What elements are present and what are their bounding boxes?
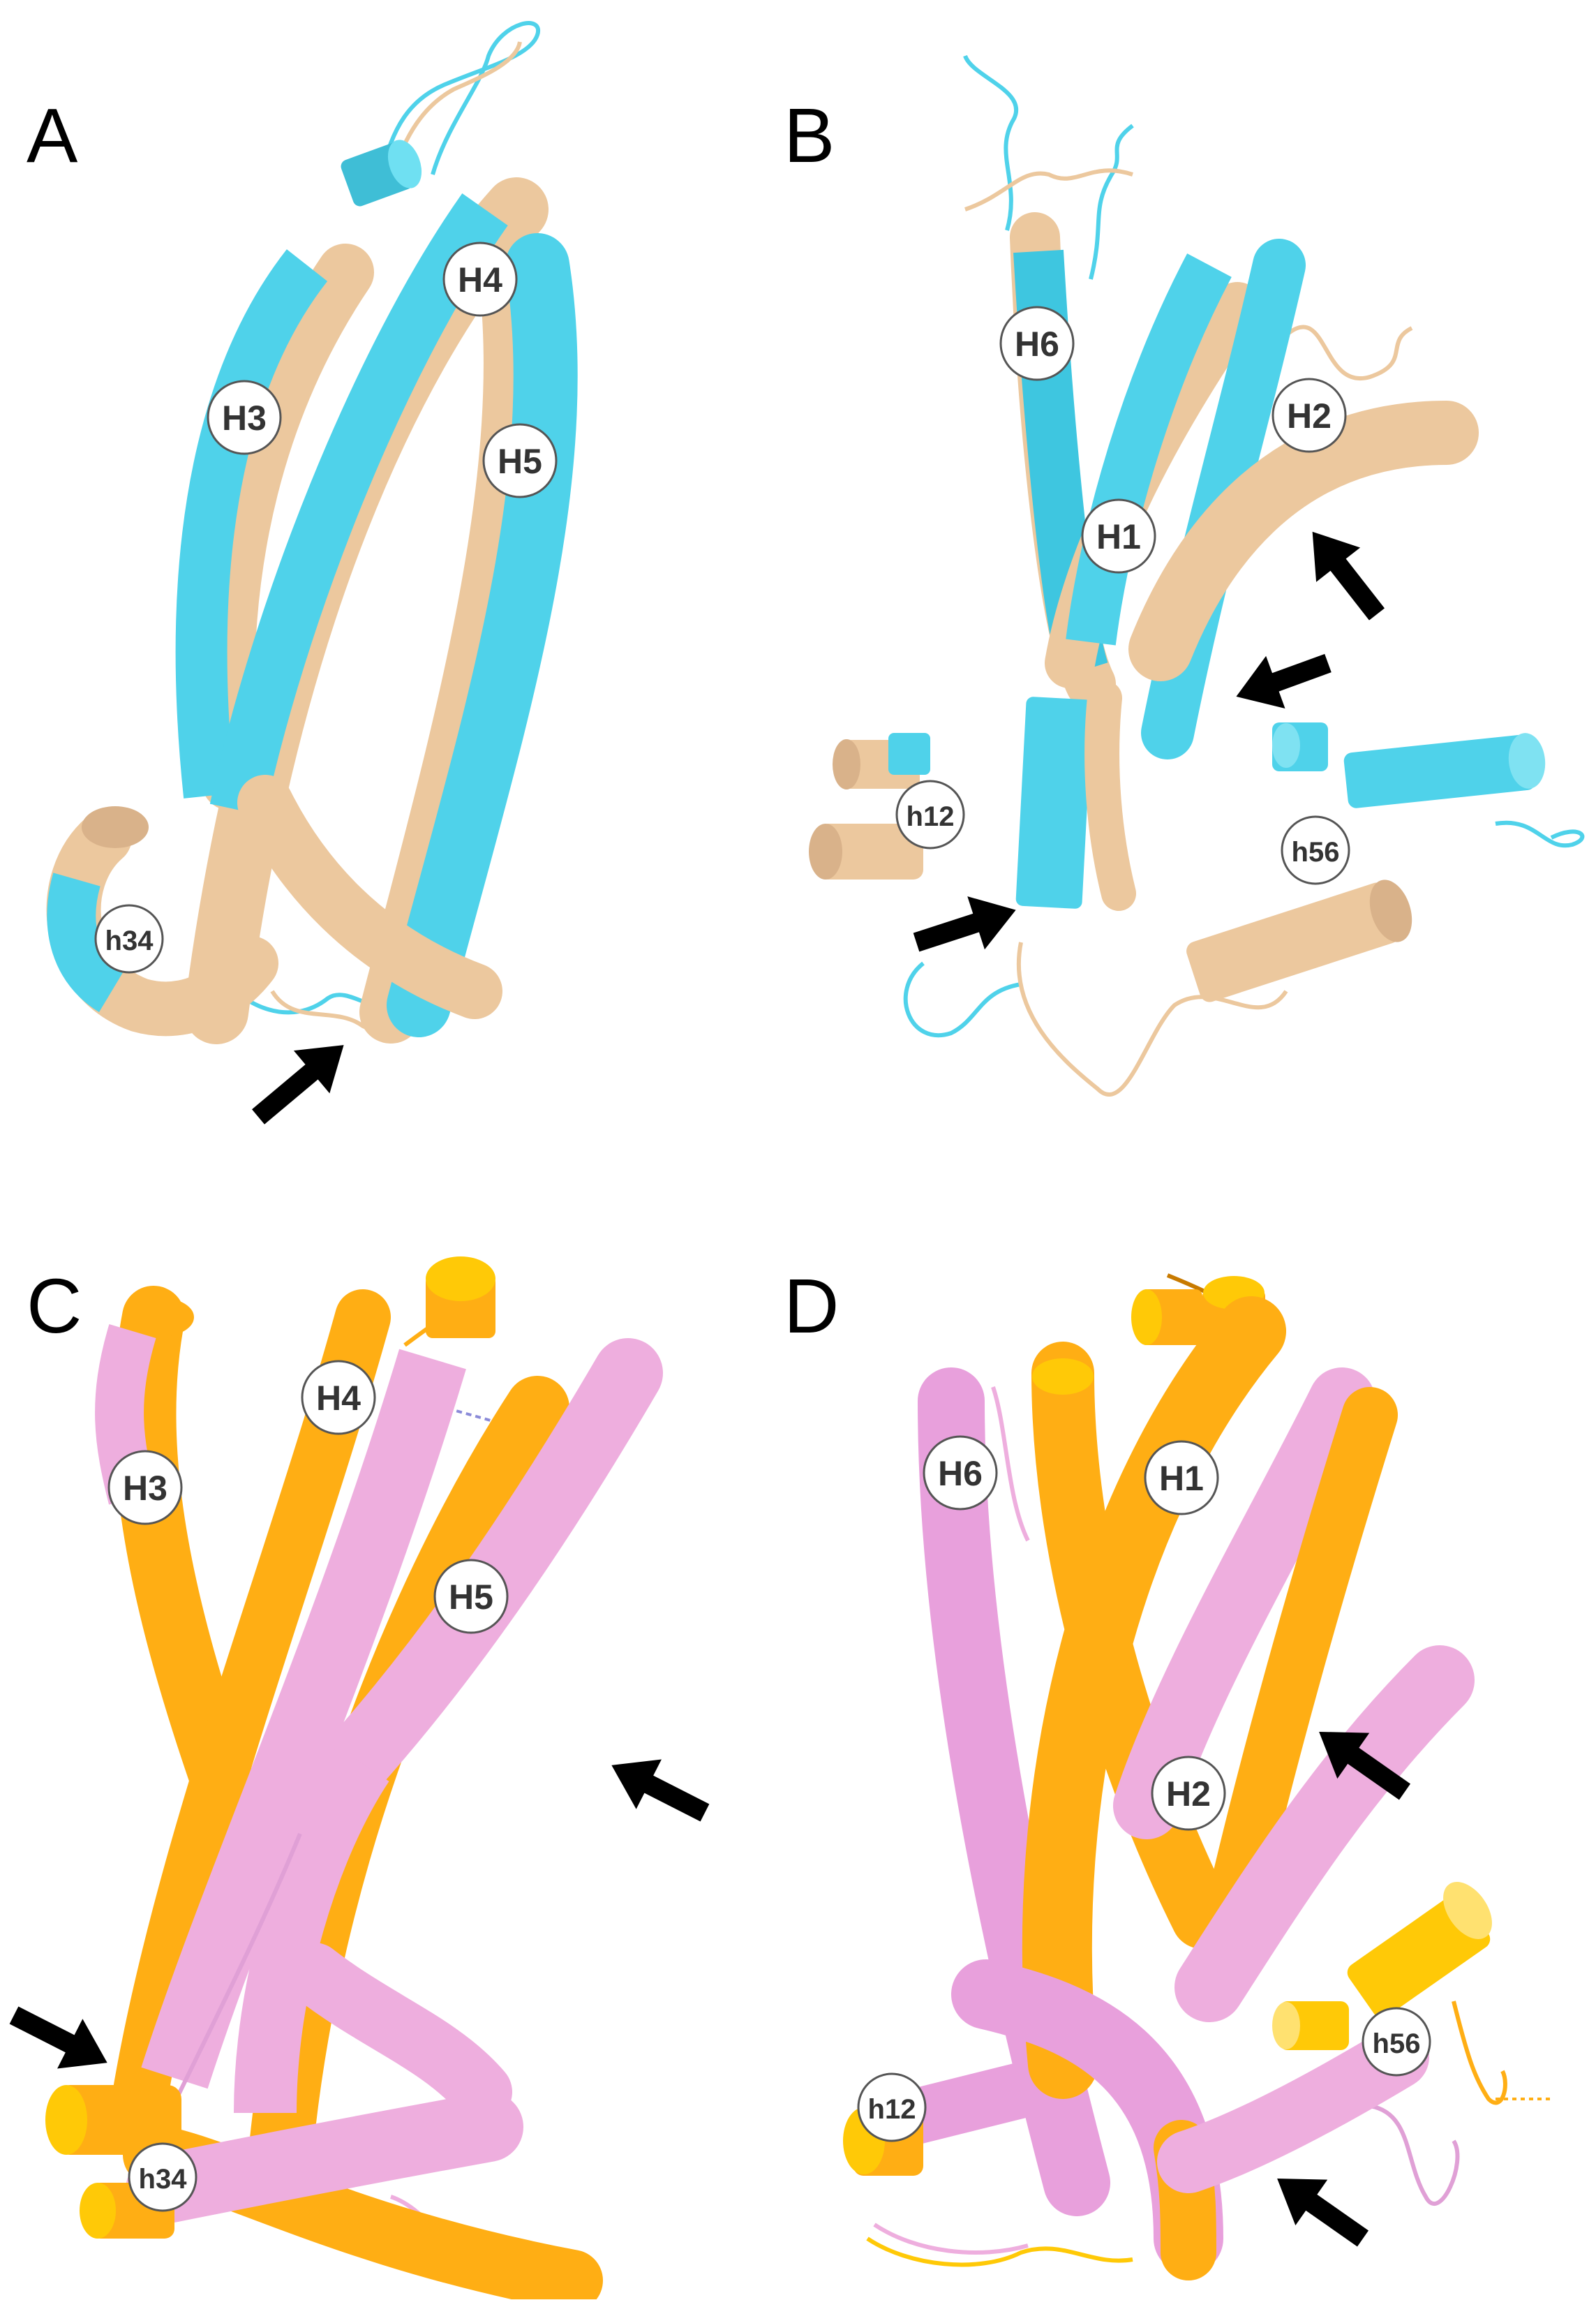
panel-c: C (0, 1150, 798, 2299)
label-h34-text: h34 (105, 926, 154, 956)
label-h3: H3 (207, 380, 282, 455)
panel-letter-a: A (27, 93, 78, 179)
helix-center-blue (1015, 697, 1093, 909)
label-h2-text: H2 (1166, 1774, 1211, 1813)
label-h6: H6 (923, 1435, 998, 1511)
loop-right-pink (1369, 2104, 1460, 2206)
loop-right-blue (1495, 820, 1585, 848)
helix-h34-blue (47, 873, 126, 1012)
arrow-icon-left (9, 2006, 107, 2069)
label-h3-text: H3 (222, 399, 267, 438)
loop-bottom-gold (866, 2236, 1133, 2267)
structure-a: H3 H4 H5 h34 (46, 21, 578, 1125)
loop-top-blue (963, 54, 1134, 280)
arrow-icon-upper (1319, 1731, 1411, 1800)
helix-h2-pink (1174, 1645, 1475, 2022)
panel-letter-c: C (27, 1263, 82, 1349)
panel-b: B (784, 0, 1595, 1150)
loop-top (378, 21, 541, 182)
arrow-icon (252, 1045, 344, 1125)
arrow-icon-lower (1277, 2178, 1369, 2247)
helix-center-tan (1084, 681, 1136, 911)
helix-bottom-tan (237, 775, 502, 1019)
label-h6: H6 (999, 306, 1075, 381)
helix-h56-tan (1186, 880, 1412, 1002)
label-h2: H2 (1271, 378, 1347, 453)
label-h56-text: h56 (1373, 2028, 1421, 2059)
helix-h3-blue (175, 249, 328, 799)
loop-right-tan (1285, 325, 1413, 381)
label-h1-text: H1 (1159, 1459, 1204, 1498)
helix-h4-pink (141, 1349, 466, 2089)
helix-bottom-pink (126, 2092, 523, 2225)
label-h4-text: H4 (458, 260, 502, 299)
label-h1: H1 (1144, 1440, 1219, 1515)
loop-bottom-blue (903, 961, 1022, 1037)
helix-h1-orange (1022, 1296, 1286, 2099)
label-h56-text: h56 (1292, 837, 1340, 868)
label-h12-text: h12 (907, 801, 955, 832)
label-h56: h56 (1281, 815, 1350, 885)
label-h5-text: H5 (498, 442, 542, 481)
helix-top-cap (426, 1256, 495, 1338)
helix-h5-blue (387, 233, 578, 1037)
helix-h34 (45, 2085, 181, 2239)
label-h4: H4 (301, 1360, 376, 1435)
label-h6-text: H6 (938, 1454, 983, 1493)
helix-top-cap (341, 140, 422, 207)
arrow-icon-right (611, 1759, 710, 1822)
structure-b: H6 H1 H2 h12 h56 (809, 54, 1585, 1097)
helix-h4-blue (209, 193, 508, 816)
panel-a: A H3 (0, 0, 798, 1150)
structure-c: H3 H4 H5 h34 (9, 1256, 710, 2299)
helix-right-pink-bend (283, 1943, 512, 2123)
label-h5: H5 (433, 1559, 509, 1634)
helix-h34-cap (82, 806, 149, 848)
label-h12: h12 (895, 780, 965, 849)
helix-h56 (1272, 1882, 1492, 2050)
loop-top-tan (964, 168, 1133, 212)
label-h34-text: h34 (139, 2164, 188, 2195)
panel-d: D (784, 1150, 1595, 2299)
helix-right-pink (1157, 2026, 1429, 2193)
label-h34: h34 (94, 904, 164, 974)
label-h12-text: h12 (868, 2094, 916, 2125)
helix-h56-blue (1272, 722, 1546, 808)
label-h3-text: H3 (123, 1469, 167, 1508)
label-h4-text: H4 (316, 1379, 361, 1418)
helix-h5-pink-lower (234, 1746, 389, 2114)
helix-h2-tan (1128, 401, 1479, 681)
helix-h3-cap (127, 1298, 194, 1337)
arrow-icon-middle (1236, 653, 1332, 708)
arrow-icon-upper-right (1312, 531, 1385, 621)
loop-bottom-tan (1016, 942, 1288, 1097)
label-h1-text: H1 (1096, 517, 1141, 556)
label-h56: h56 (1362, 2007, 1431, 2077)
panel-letter-b: B (784, 93, 835, 179)
arrow-icon-lower-left (913, 896, 1016, 952)
helix-h6-cap (1032, 1358, 1094, 1395)
helix-h1-pink (1113, 1367, 1375, 1839)
loop-right-gold (1452, 2001, 1507, 2105)
helix-h12 (809, 733, 930, 880)
label-h34: h34 (128, 2142, 197, 2212)
panel-letter-d: D (784, 1263, 840, 1349)
loop-left-pink (991, 1386, 1030, 1542)
label-h5-text: H5 (449, 1578, 493, 1617)
label-h3: H3 (107, 1450, 183, 1525)
label-h1: H1 (1081, 498, 1156, 574)
label-h2: H2 (1151, 1756, 1226, 1831)
label-h6-text: H6 (1015, 325, 1059, 364)
label-h2-text: H2 (1287, 396, 1332, 436)
helix-h1-blue (1066, 253, 1232, 646)
loop-bottom-pink (873, 2223, 1029, 2255)
label-h12: h12 (857, 2072, 927, 2142)
structure-d: H6 H1 H2 h12 h56 (843, 1273, 1551, 2280)
label-h4: H4 (442, 242, 518, 317)
label-h5: H5 (482, 423, 558, 498)
